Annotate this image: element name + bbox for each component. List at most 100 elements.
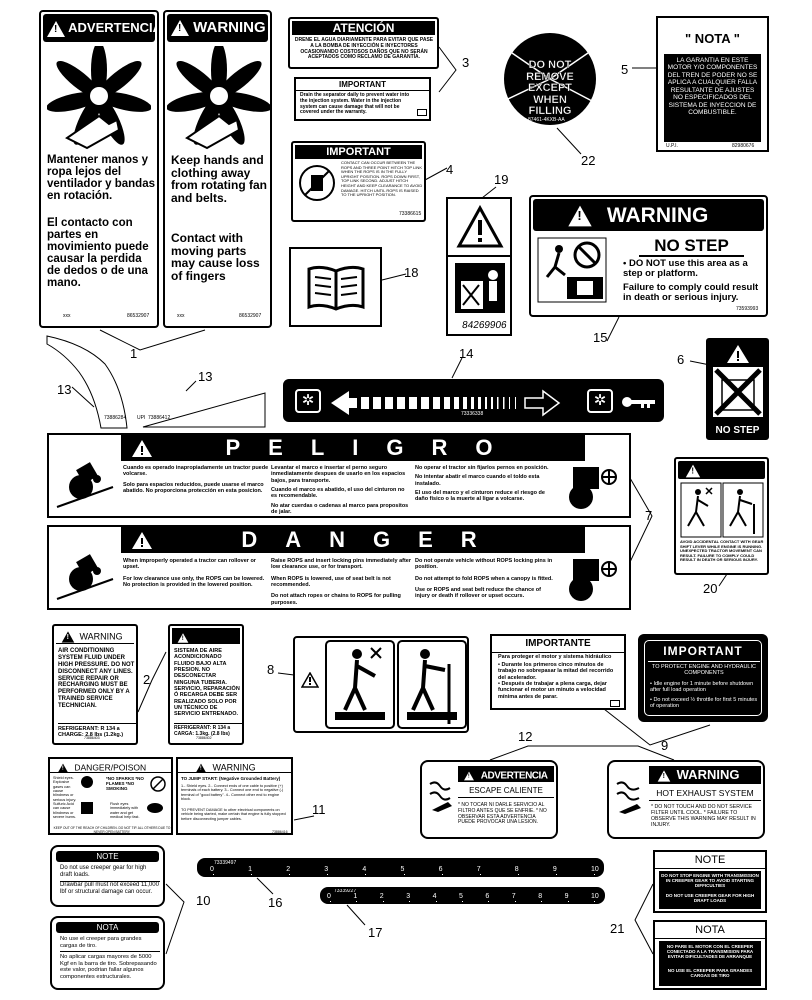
decal-20-gear-shift-warning: WARNING AVOID ACCIDENTAL CONTACT WITH GE…: [674, 457, 769, 575]
callout-20: 20: [703, 581, 718, 596]
decal-21-es-body: [659, 941, 761, 986]
callout-16: 16: [268, 895, 283, 910]
scale-tick-mark: [567, 901, 569, 902]
warning-triangle-icon: [301, 672, 319, 688]
decal-20-text: AVOID ACCIDENTAL CONTACT WITH GEAR SHIFT…: [680, 539, 764, 563]
decal-7-es-item: Solo para espacios reducidos, puede usar…: [123, 481, 264, 494]
decal-2-en-text: AIR CONDITIONING SYSTEM FLUID UNDER HIGH…: [58, 648, 135, 710]
tractor-seatbelt-icon: [569, 559, 617, 601]
callout-17: 17: [368, 925, 383, 940]
decal-10-en-text-2: Drawbar pull must not exceed 11,000 lbf …: [60, 882, 159, 895]
warning-triangle-icon: [61, 631, 75, 643]
manual-book-icon: [417, 109, 427, 116]
decal-7-es-col-2: Levantar el marco e insertar el perno se…: [271, 465, 411, 515]
callout-18: 18: [404, 265, 419, 280]
decal-5-code-a: U.P.I.: [666, 143, 678, 149]
leader-line-13b: [185, 380, 197, 392]
decal-1-right-code-a: xxx: [177, 313, 185, 319]
decal-12-es-header: ADVERTENCIA: [480, 770, 548, 782]
decal-7-es-item: Levantar el marco e insertar el perno se…: [271, 465, 406, 484]
decal-20-header-bar: WARNING: [678, 461, 765, 494]
warning-triangle-icon: [685, 464, 701, 477]
scale-tick-mark: [555, 874, 557, 875]
operator-gear-shift-right-icon: [397, 640, 467, 729]
leader-line-14: [451, 357, 463, 379]
gear-shift-contact-icon: [680, 482, 764, 538]
decal-1-left-header-bar: ADVERTENCIA: [43, 14, 157, 42]
manual-book-icon: [610, 700, 620, 707]
decal-1-fan-warning-left: ADVERTENCIA Mantener manos y ropa lejos …: [39, 10, 159, 328]
decal-11-battery-danger: DANGER/POISON Shield eyes. Explosive gas…: [48, 757, 173, 835]
scale-tick-label: 4: [432, 893, 437, 900]
decal-1-right-header-bar: WARNING: [167, 14, 268, 42]
scale-tick-label: 8: [538, 893, 543, 900]
scale-tick-label: 6: [438, 866, 443, 873]
warning-triangle-icon: [47, 20, 65, 37]
scale-tick-label: 2: [286, 866, 291, 873]
decal-4-header-bar: IMPORTANT: [295, 145, 422, 159]
decal-7-es-col-1: Cuando es operado inapropiadamente un tr…: [123, 465, 269, 494]
warning-triangle-icon: [171, 20, 189, 37]
scale-tick-label: 5: [459, 893, 463, 900]
rotating-fan-hand-icon: [47, 46, 151, 150]
decal-12-hot-exhaust-es: ADVERTENCIA ESCAPE CALIENTE * NO TOCAR N…: [420, 760, 558, 839]
leader-line-21: [634, 883, 654, 955]
leader-line-8: [277, 672, 295, 676]
decal-5-text-box: [664, 54, 761, 142]
decal-1-right-header: WARNING: [193, 19, 266, 36]
decal-2-en-code: 73886403: [84, 736, 100, 740]
decal-7-es-col-3: No operar el tractor sin fijarlos pernos…: [415, 465, 555, 503]
decal-11-left-text-2: Sulfuric Acid can cause blindness or sev…: [53, 802, 77, 820]
scale-tick-label: 6: [485, 893, 490, 900]
decal-11-left-flush: Flush eyes immediately with water and ge…: [110, 802, 140, 820]
decal-18-manual-symbol: [289, 247, 382, 327]
leader-line-9: [603, 708, 711, 746]
scale-tick-label: 5: [400, 866, 405, 873]
leader-line-7: [629, 477, 653, 563]
scale-tick-label: 0: [327, 893, 331, 900]
decal-21-note-engine-en: NOTE DO NOT STOP ENGINE WITH TRANSMISSIO…: [653, 850, 767, 913]
warning-triangle-icon: [132, 532, 152, 549]
decal-9-en-inner-frame: [644, 640, 762, 716]
decal-7-en-item: When ROPS is lowered, use of seat belt i…: [271, 575, 391, 588]
callout-10: 10: [196, 893, 211, 908]
decal-21-nota-engine-es: NOTA NO PARE EL MOTOR CON EL CREEPER CON…: [653, 920, 767, 990]
decal-9-es-header: IMPORTANTE: [492, 638, 624, 653]
decal-9-en-header: IMPORTANT: [663, 644, 743, 658]
tractor-rops-picture-icon: [455, 263, 505, 313]
rops-crossed-out-icon: [299, 165, 335, 201]
decal-3-atencion: ATENCIÓN DRENE EL AGUA DIARIAMENTE PARA …: [288, 17, 439, 69]
decal-12-hot-exhaust-en: WARNING HOT EXHAUST SYSTEM * DO NOT TOUC…: [607, 760, 765, 839]
decal-15-code: 73593993: [736, 306, 759, 312]
warning-triangle-icon: [464, 771, 474, 781]
scale-tick-label: 10: [591, 866, 599, 873]
scale-tick-mark: [409, 901, 411, 902]
decal-7-peligro-header-bar: PELIGRO: [121, 435, 585, 461]
gear-rabbit-box-left: ✲: [295, 389, 321, 413]
decal-2-ac-warning-en: WARNING AIR CONDITIONING SYSTEM FLUID UN…: [52, 624, 138, 745]
scale-tick-mark: [365, 874, 367, 875]
callout-21: 21: [610, 921, 625, 936]
scale-tick-mark: [403, 874, 405, 875]
decal-22-fuel-cap-disc: [504, 33, 596, 125]
callout-8: 8: [267, 662, 275, 677]
scale-tick-mark: [289, 874, 291, 875]
decal-13-curved-strip: [46, 335, 128, 429]
decal-21-en-text-2: DO NOT USE CREEPER GEAR FOR HIGH DRAFT L…: [665, 893, 755, 904]
decal-9-es-lead: Para proteger el motor y sistema hidrául…: [498, 654, 612, 660]
decal-15-header-bar: WARNING: [533, 199, 764, 231]
leader-line-18: [381, 273, 407, 281]
callout-5: 5: [621, 62, 629, 77]
tractor-rollover-icon: [56, 462, 114, 508]
scale-tick-mark: [488, 901, 490, 902]
leader-line-2: [137, 651, 167, 713]
leader-line-22: [556, 127, 582, 155]
decal-9-en-bullet-1: • Idle engine for 1 minute before shutdo…: [650, 681, 754, 694]
decal-4-code: 73386615: [399, 211, 422, 217]
scale-tick-label: 2: [379, 893, 384, 900]
decal-21-en-text-1: DO NOT STOP ENGINE WITH TRANSMISSION IN …: [661, 873, 759, 889]
warning-triangle-icon: [657, 769, 671, 782]
decal-14-code: 73336338: [461, 411, 484, 417]
decal-2-es-refrig: REFRIGERANT: R 134 a CARGA: 1.3kg. (2.8 …: [174, 723, 242, 738]
callout-22: 22: [581, 153, 596, 168]
